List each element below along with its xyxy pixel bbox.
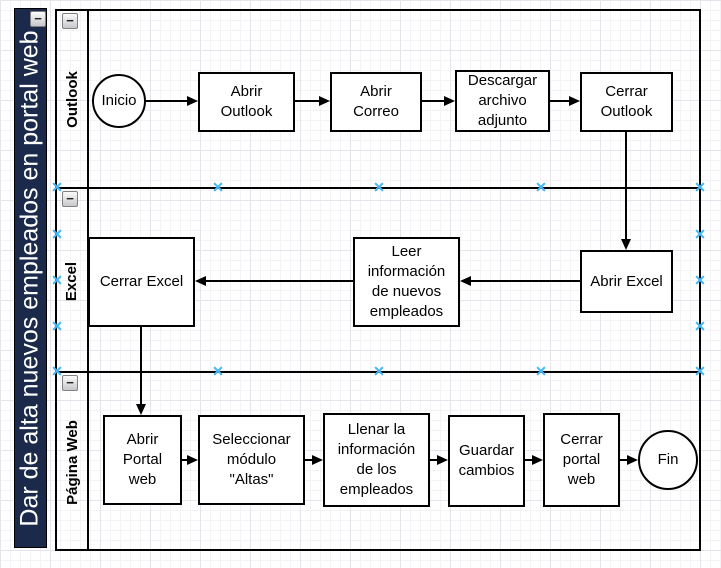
node-leer-informacion[interactable]: Leer información de nuevos empleados (353, 237, 460, 327)
edge-seleccionar-to-llenar[interactable] (305, 455, 323, 465)
edge-abrir-excel-to-leer-informacion[interactable] (460, 276, 580, 286)
node-cerrar-portal-web[interactable]: Cerrar portal web (543, 413, 620, 507)
node-descargar-adjunto-label: Descargar archivo adjunto (467, 72, 538, 129)
lane-outlook[interactable]: Outlook (57, 11, 699, 187)
node-leer-informacion-label: Leer información de nuevos empleados (367, 243, 446, 320)
lane-outlook-label: Outlook (63, 70, 81, 128)
lane-excel-collapse-button[interactable]: − (62, 191, 78, 207)
edge-cerrar-excel-to-abrir-portal[interactable] (136, 327, 146, 415)
pool-collapse-button[interactable]: − (30, 11, 46, 27)
edge-inicio-to-abrir-outlook[interactable] (146, 96, 198, 106)
node-inicio-label: Inicio (101, 92, 137, 109)
connection-point-marker (52, 182, 61, 191)
minus-icon: − (34, 11, 42, 26)
minus-icon: − (66, 191, 74, 206)
minus-icon: − (66, 375, 74, 390)
minus-icon: − (66, 13, 74, 28)
lane-outlook-collapse-button[interactable]: − (62, 13, 78, 29)
edge-guardar-to-cerrar-portal[interactable] (525, 455, 543, 465)
connection-point-marker (52, 229, 61, 238)
connection-point-marker (695, 275, 704, 284)
node-llenar-informacion-label: Llenar la información de los empleados (337, 421, 416, 498)
node-fin-label: Fin (657, 451, 679, 468)
node-abrir-excel[interactable]: Abrir Excel (580, 250, 673, 313)
connection-point-marker (52, 366, 61, 375)
edge-leer-informacion-to-cerrar-excel[interactable] (195, 276, 353, 286)
edge-abrir-outlook-to-abrir-correo[interactable] (295, 96, 330, 106)
lane-pagina-web-collapse-button[interactable]: − (62, 375, 78, 391)
connection-point-marker (213, 366, 222, 375)
connection-point-marker (374, 182, 383, 191)
node-fin[interactable]: Fin (638, 430, 698, 490)
lane-excel-label-cell: Excel (57, 189, 89, 373)
node-cerrar-outlook-label: Cerrar Outlook (600, 83, 653, 120)
connection-point-marker (536, 182, 545, 191)
connection-point-marker (695, 321, 704, 330)
node-guardar-cambios-label: Guardar cambios (458, 442, 515, 479)
connection-point-marker (52, 275, 61, 284)
connection-point-marker (536, 366, 545, 375)
node-cerrar-excel[interactable]: Cerrar Excel (88, 237, 195, 327)
connection-point-marker (52, 321, 61, 330)
node-abrir-portal-web[interactable]: Abrir Portal web (103, 415, 182, 505)
node-abrir-portal-web-label: Abrir Portal web (122, 431, 163, 488)
node-abrir-correo[interactable]: Abrir Correo (330, 72, 422, 132)
connection-point-marker (374, 366, 383, 375)
node-inicio[interactable]: Inicio (92, 74, 146, 128)
node-abrir-outlook-label: Abrir Outlook (220, 83, 273, 120)
lane-pagina-web-label-cell: Página Web (57, 373, 89, 551)
node-abrir-correo-label: Abrir Correo (353, 83, 399, 120)
pool-title: Dar de alta nuevos empleados en portal w… (16, 29, 44, 527)
edge-cerrar-portal-to-fin[interactable] (620, 455, 638, 465)
connection-point-marker (213, 182, 222, 191)
node-abrir-outlook[interactable]: Abrir Outlook (198, 72, 295, 132)
edge-cerrar-outlook-to-abrir-excel[interactable] (621, 132, 631, 250)
connection-point-marker (695, 229, 704, 238)
node-cerrar-outlook[interactable]: Cerrar Outlook (580, 72, 673, 132)
connection-point-marker (695, 182, 704, 191)
node-seleccionar-modulo-altas[interactable]: Seleccionar módulo "Altas" (198, 415, 305, 505)
node-abrir-excel-label: Abrir Excel (590, 272, 663, 290)
edge-abrir-portal-to-seleccionar[interactable] (182, 455, 198, 465)
lane-outlook-label-cell: Outlook (57, 11, 89, 187)
edge-descargar-to-cerrar-outlook[interactable] (550, 96, 580, 106)
node-seleccionar-modulo-altas-label: Seleccionar módulo "Altas" (212, 431, 291, 488)
pool-title-bar[interactable]: Dar de alta nuevos empleados en portal w… (14, 8, 47, 548)
node-llenar-informacion[interactable]: Llenar la información de los empleados (323, 413, 430, 507)
node-guardar-cambios[interactable]: Guardar cambios (448, 415, 525, 507)
node-cerrar-excel-label: Cerrar Excel (99, 273, 184, 290)
edge-llenar-to-guardar[interactable] (430, 455, 448, 465)
connection-point-marker (695, 366, 704, 375)
node-descargar-adjunto[interactable]: Descargar archivo adjunto (455, 70, 550, 132)
node-cerrar-portal-web-label: Cerrar portal web (560, 431, 603, 488)
lane-pagina-web-label: Página Web (63, 419, 81, 505)
edge-abrir-correo-to-descargar[interactable] (422, 96, 455, 106)
lane-excel-label: Excel (63, 261, 81, 301)
